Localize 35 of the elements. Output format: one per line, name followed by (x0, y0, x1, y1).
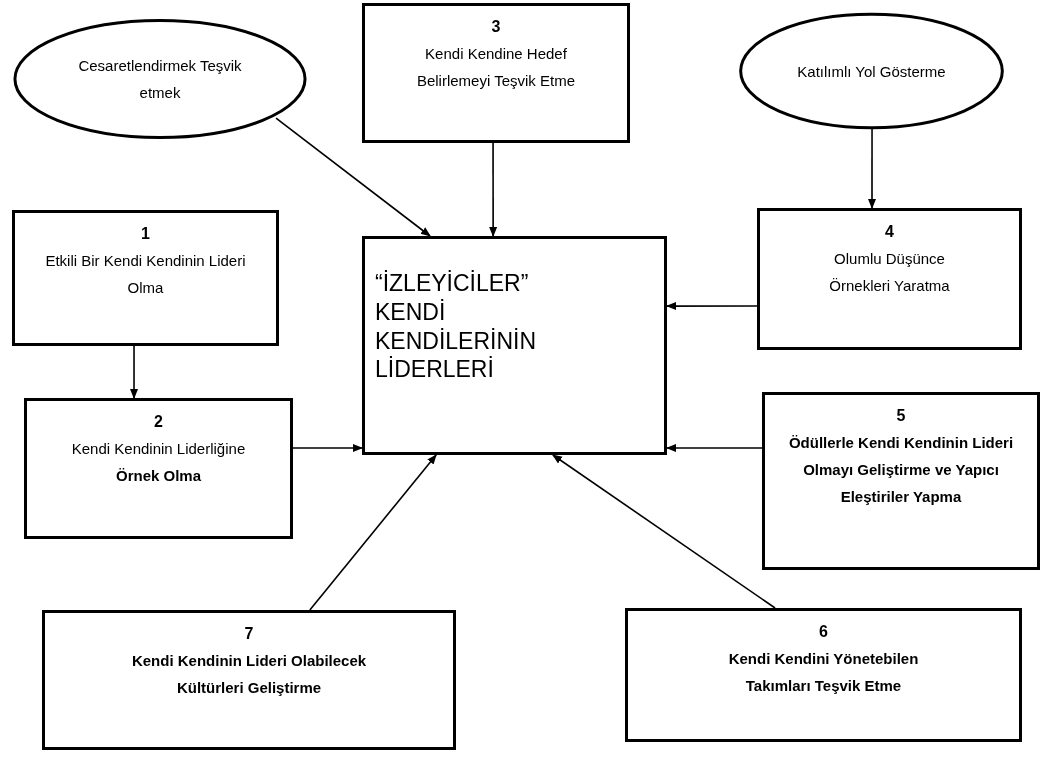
node-label: “İZLEYİCİLER” KENDİ KENDİLERİNİN LİDERLERİ (375, 269, 538, 384)
arrow (666, 302, 758, 311)
step-number: 3 (491, 18, 501, 36)
process-box (762, 392, 1040, 570)
process-box (12, 210, 279, 346)
arrow (489, 142, 498, 237)
node-label: Kendi Kendini Yönetebilen Takımları Teşvik Etme (727, 649, 920, 696)
process-box (42, 610, 456, 750)
node-label: Etkili Bir Kendi Kendinin Lideri Olma (44, 251, 247, 298)
arrow (275, 117, 431, 237)
step-number: 6 (819, 623, 828, 641)
node-label: Cesaretlendirmek Teşvik etmek (77, 56, 243, 103)
arrow (292, 444, 363, 452)
arrow (130, 345, 138, 399)
ellipse-node (738, 12, 1005, 130)
arrow (552, 454, 776, 609)
step-number: 1 (141, 225, 150, 243)
process-box (625, 608, 1022, 742)
ellipse-node (12, 18, 308, 140)
process-box (362, 3, 630, 143)
node-label: Kendi Kendinin Liderliğine Örnek Olma (70, 439, 247, 486)
central-box (362, 236, 667, 455)
node-label: Ödüllerle Kendi Kendinin Lideri Olmayı Geliştirme ve Yapıcı Eleştiriler Yapma (787, 433, 1015, 507)
node-label: Katılımlı Yol Gösterme (797, 61, 946, 82)
step-number: 2 (154, 413, 163, 431)
step-number: 5 (896, 407, 906, 425)
process-box (24, 398, 293, 539)
node-label: Kendi Kendinin Lideri Olabilecek Kültürleri Geliştirme (130, 651, 368, 698)
arrow (666, 444, 763, 452)
step-number: 4 (885, 223, 894, 241)
node-label: Kendi Kendine Hedef Belirlemeyi Teşvik Etme (415, 44, 577, 91)
arrow (309, 454, 437, 611)
step-number: 7 (244, 625, 254, 643)
node-label: Olumlu Düşünce Örnekleri Yaratma (828, 249, 951, 296)
process-box (757, 208, 1022, 350)
